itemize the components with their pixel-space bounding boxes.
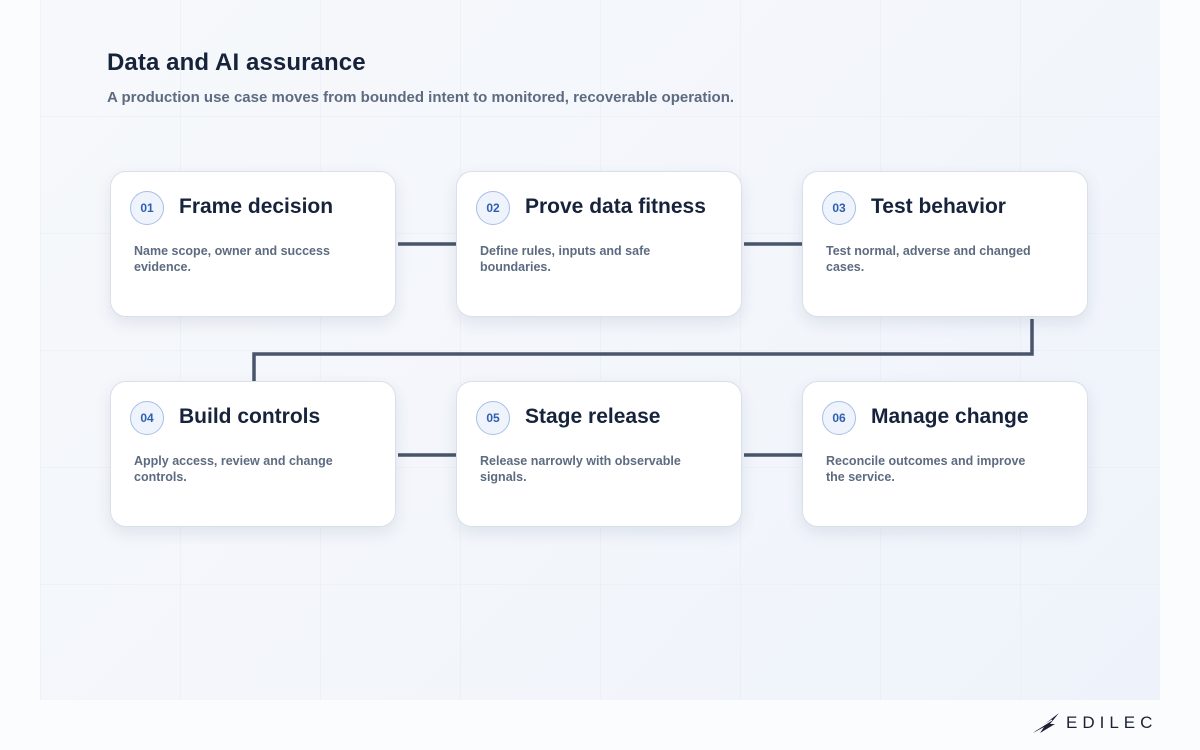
step-number-badge: 02 bbox=[476, 191, 510, 225]
step-title: Prove data fitness bbox=[525, 195, 706, 218]
brand-name: EDILEC bbox=[1066, 713, 1158, 732]
step-card-03: 03 Test behavior Test normal, adverse an… bbox=[802, 171, 1088, 317]
step-description: Apply access, review and change controls… bbox=[134, 454, 333, 484]
step-number-badge: 05 bbox=[476, 401, 510, 435]
step-card-01: 01 Frame decision Name scope, owner and … bbox=[110, 171, 396, 317]
step-card-04: 04 Build controls Apply access, review a… bbox=[110, 381, 396, 527]
step-description: Release narrowly with observable signals… bbox=[480, 454, 681, 484]
step-description: Define rules, inputs and safe boundaries… bbox=[480, 244, 651, 274]
step-title: Test behavior bbox=[871, 195, 1006, 218]
step-title: Frame decision bbox=[179, 195, 334, 218]
step-card-02: 02 Prove data fitness Define rules, inpu… bbox=[456, 171, 742, 317]
step-number-badge: 01 bbox=[130, 191, 164, 225]
step-description: Name scope, owner and success evidence. bbox=[134, 244, 330, 274]
step-number-badge: 03 bbox=[822, 191, 856, 225]
step-title: Manage change bbox=[871, 405, 1029, 428]
page-subtitle: A production use case moves from bounded… bbox=[107, 89, 735, 106]
page-title: Data and AI assurance bbox=[107, 49, 366, 76]
step-title: Build controls bbox=[179, 405, 321, 428]
step-title: Stage release bbox=[525, 405, 661, 428]
step-card-05: 05 Stage release Release narrowly with o… bbox=[456, 381, 742, 527]
step-description: Test normal, adverse and changed cases. bbox=[826, 244, 1031, 274]
step-number-badge: 06 bbox=[822, 401, 856, 435]
brand-mark-icon bbox=[1033, 713, 1059, 733]
step-card-06: 06 Manage change Reconcile outcomes and … bbox=[802, 381, 1088, 527]
step-number-badge: 04 bbox=[130, 401, 164, 435]
step-description: Reconcile outcomes and improve the servi… bbox=[826, 454, 1026, 484]
brand-logo: EDILEC bbox=[1032, 710, 1157, 736]
